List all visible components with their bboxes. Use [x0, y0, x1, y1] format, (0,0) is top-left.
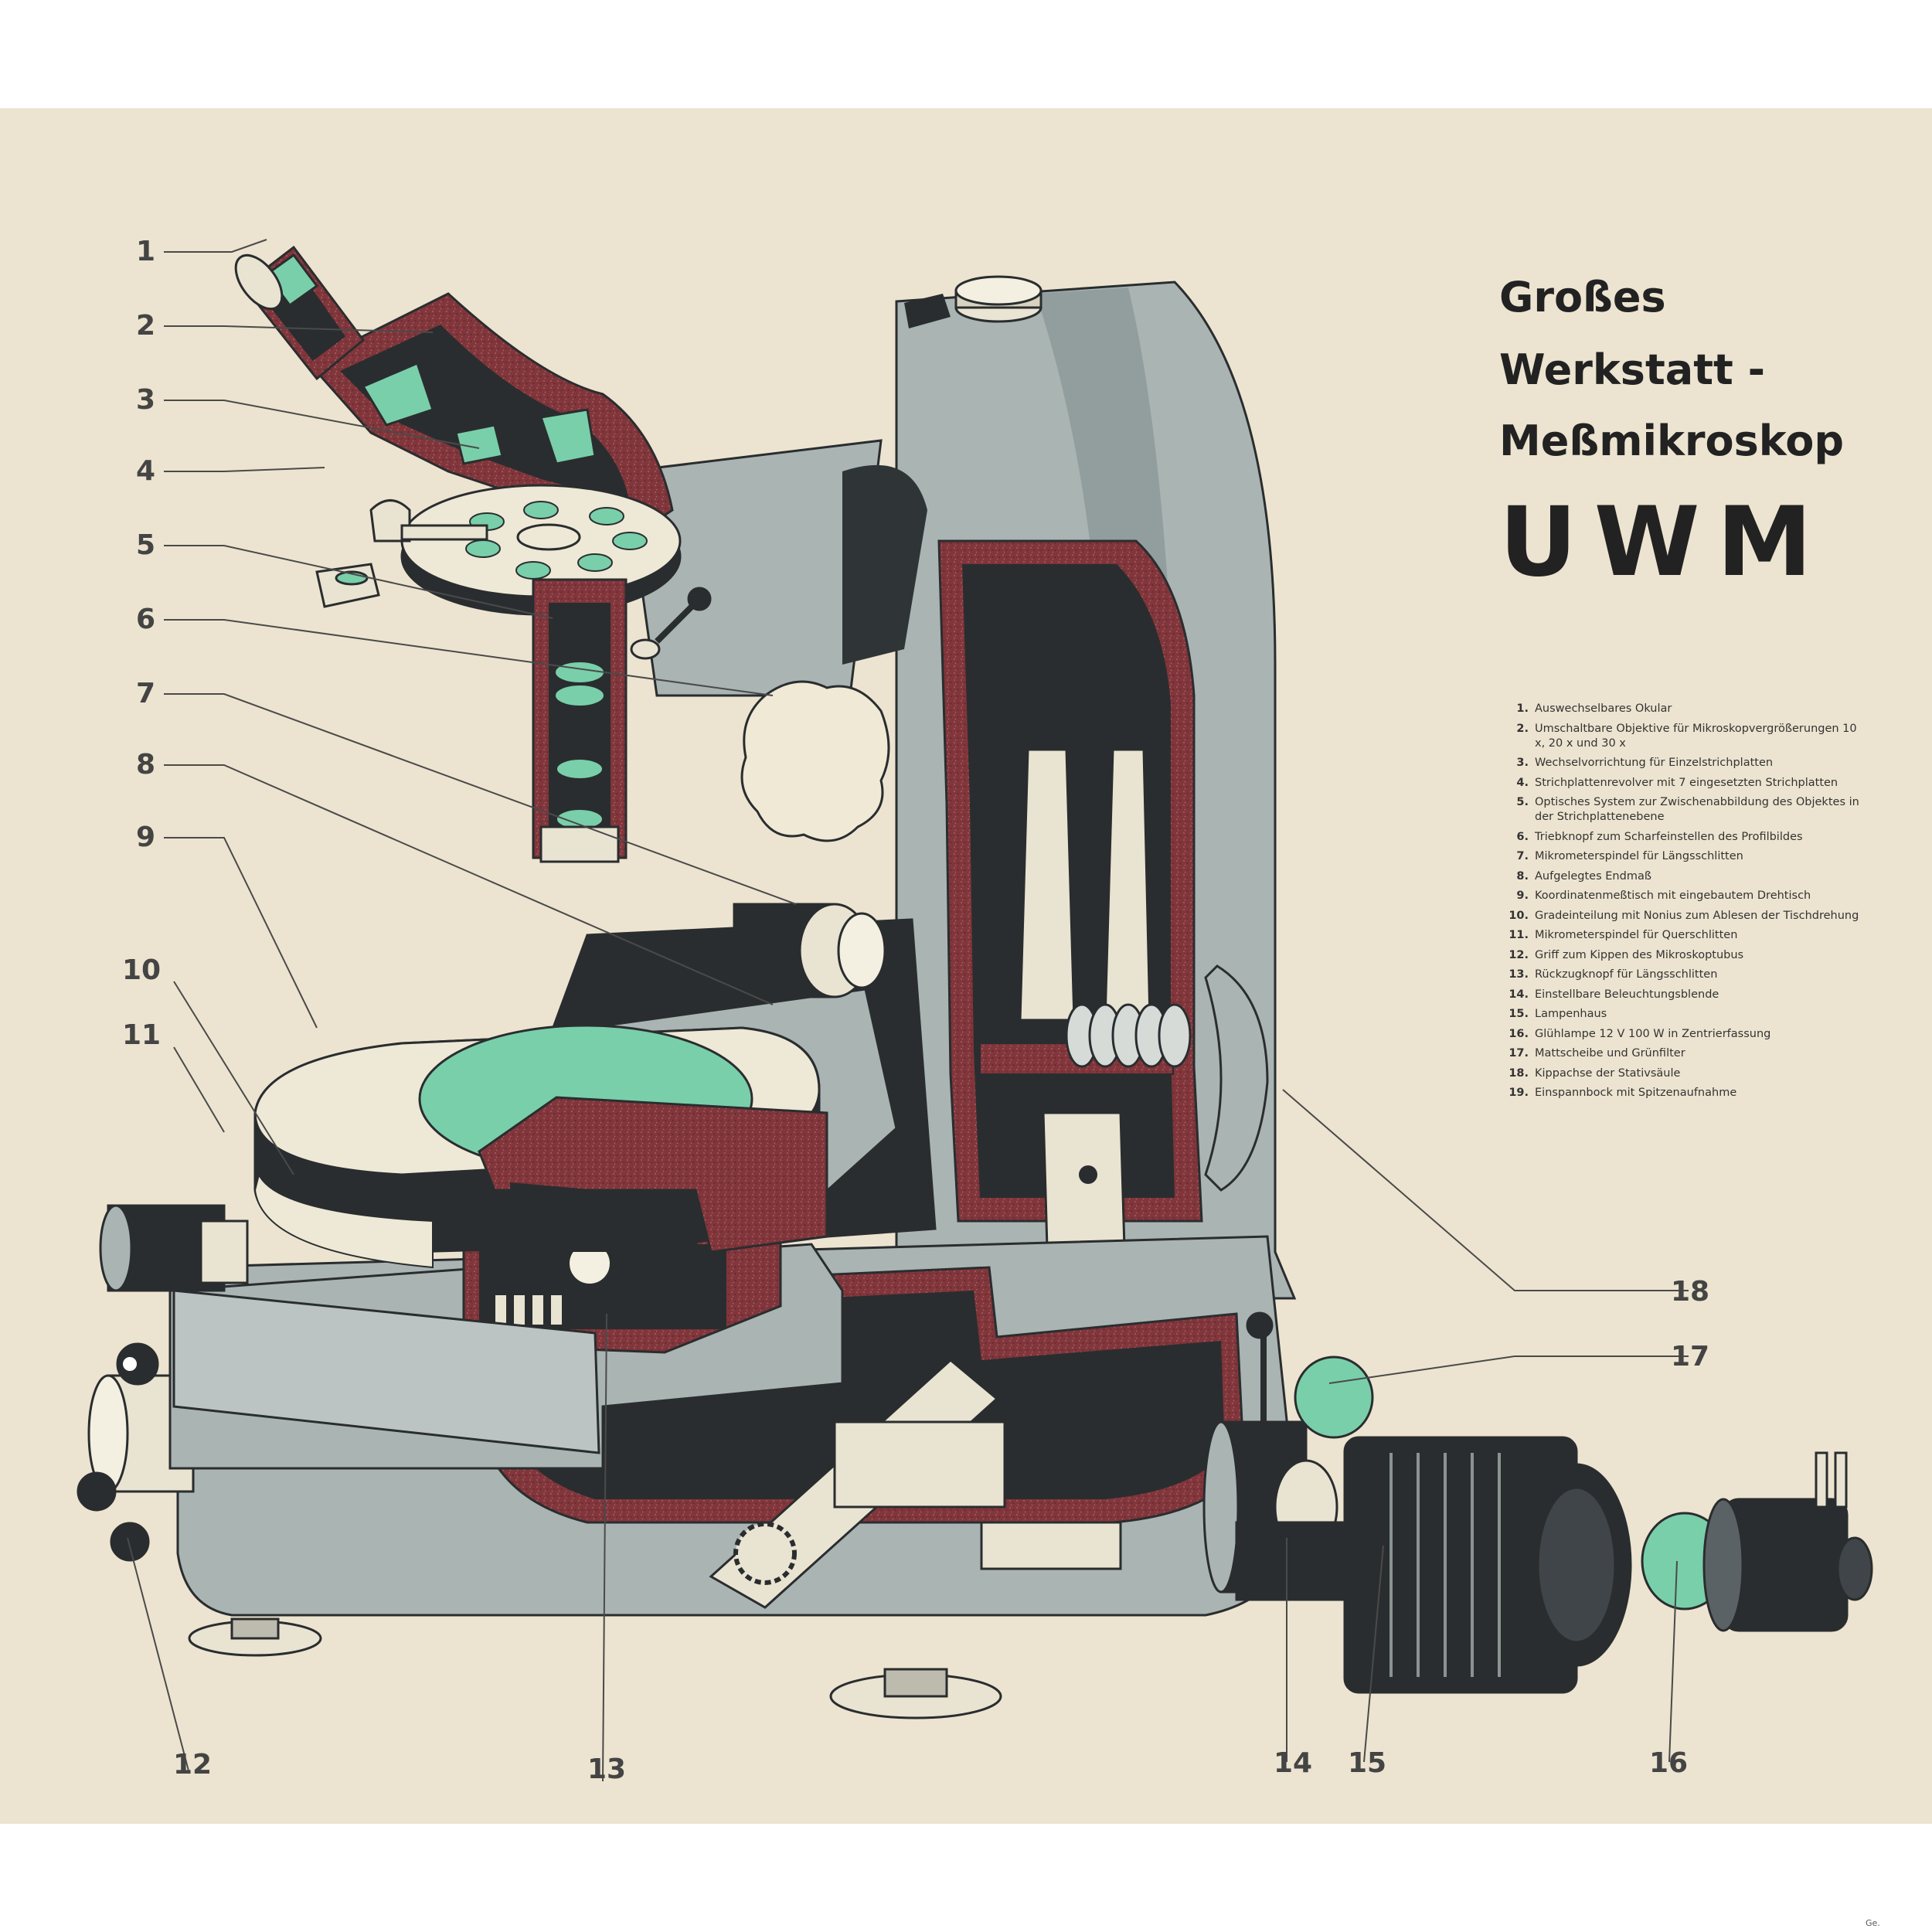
legend-item: 8.Aufgelegtes Endmaß — [1516, 869, 1651, 883]
ground-glass-filter-mounted — [1294, 1355, 1374, 1439]
leader-lines — [127, 239, 1689, 1782]
callout-13: 13 — [587, 1753, 627, 1785]
callout-9: 9 — [136, 821, 156, 853]
column-rib-right — [1104, 748, 1151, 1022]
focus-knob — [740, 680, 890, 842]
longitudinal-micrometer — [733, 903, 886, 998]
reticle-changer — [315, 499, 488, 608]
legend-item: 15.Lampenhaus — [1509, 1008, 1607, 1020]
title-line-2: Werkstatt - — [1499, 345, 1766, 394]
spring-coils — [1065, 1003, 1192, 1068]
callout-1: 1 — [136, 236, 156, 267]
front-drawer — [172, 1289, 600, 1454]
column-rib-left — [1019, 748, 1076, 1022]
legend-item: 10.Gradeinteilung mit Nonius zum Ablesen… — [1509, 909, 1859, 922]
callout-5: 5 — [136, 529, 156, 561]
cross-slide-micrometer — [99, 1204, 249, 1292]
model-name: UWM — [1499, 487, 1829, 598]
title-line-3: Meßmikroskop — [1499, 417, 1844, 465]
legend-item: 5.Optisches System zur Zwischenabbildung… — [1516, 796, 1859, 823]
callout-3: 3 — [136, 384, 156, 416]
tube-tilt-handle — [630, 587, 712, 660]
callout-14: 14 — [1274, 1747, 1313, 1779]
legend-item: 1.Auswechselbares Okular — [1516, 702, 1672, 715]
callout-6: 6 — [136, 604, 156, 635]
legend-item: 3.Wechselvorrichtung für Einzelstrichpla… — [1516, 757, 1774, 769]
degree-scale — [253, 1172, 434, 1269]
machine-feet — [188, 1617, 1002, 1719]
callout-4: 4 — [136, 455, 156, 487]
pinion-gear — [733, 1522, 797, 1585]
callout-16: 16 — [1649, 1747, 1689, 1779]
lamp-centering-mount — [1702, 1451, 1873, 1632]
callout-2: 2 — [136, 310, 156, 342]
legend-item: 19.Einspannbock mit Spitzenaufnahme — [1509, 1087, 1737, 1099]
artist-signature: Ge. — [1866, 1918, 1880, 1928]
tilt-axis-plate — [1204, 964, 1269, 1192]
parts-legend: 1.Auswechselbares Okular 2.Umschaltbare … — [1505, 702, 1861, 1106]
legend-item: 6.Triebknopf zum Scharfeinstellen des Pr… — [1516, 830, 1803, 843]
optical-prisms — [361, 361, 597, 465]
legend-item: 2.Umschaltbare Objektive für Mikroskopve… — [1516, 722, 1857, 750]
legend-item: 13.Rückzugknopf für Längsschlitten — [1509, 968, 1718, 981]
eyepiece — [234, 245, 366, 381]
legend-item: 16.Glühlampe 12 V 100 W in Zentrierfassu… — [1509, 1027, 1771, 1040]
legend-item: 12.Griff zum Kippen des Mikroskoptubus — [1509, 948, 1744, 961]
callout-7: 7 — [136, 678, 156, 709]
legend-item: 9.Koordinatenmeßtisch mit eingebautem Dr… — [1516, 889, 1811, 902]
lamp-housing — [1343, 1436, 1632, 1694]
callout-15: 15 — [1348, 1747, 1387, 1779]
poster: 1 2 3 4 5 6 7 8 9 10 11 12 13 14 15 16 1… — [0, 108, 1932, 1824]
legend-item: 7.Mikrometerspindel für Längsschlitten — [1516, 850, 1743, 862]
callout-8: 8 — [136, 749, 156, 781]
legend-item: 17.Mattscheibe und Grünfilter — [1509, 1047, 1685, 1060]
callout-17: 17 — [1671, 1341, 1710, 1372]
cutaway-illustration — [0, 108, 1932, 1824]
legend-item: 14.Einstellbare Beleuchtungsblende — [1509, 988, 1719, 1001]
legend-item: 4.Strichplattenrevolver mit 7 eingesetzt… — [1516, 776, 1838, 789]
callout-10: 10 — [122, 954, 162, 986]
callout-12: 12 — [173, 1749, 213, 1781]
callout-18: 18 — [1671, 1276, 1710, 1308]
legend-item: 11.Mikrometerspindel für Querschlitten — [1509, 929, 1738, 941]
legend-item: 18.Kippachse der Stativsäule — [1509, 1066, 1681, 1080]
microscope-tube — [532, 578, 628, 863]
callout-11: 11 — [122, 1019, 162, 1051]
title-line-1: Großes — [1499, 273, 1666, 321]
illumination-tube — [1235, 1521, 1362, 1601]
